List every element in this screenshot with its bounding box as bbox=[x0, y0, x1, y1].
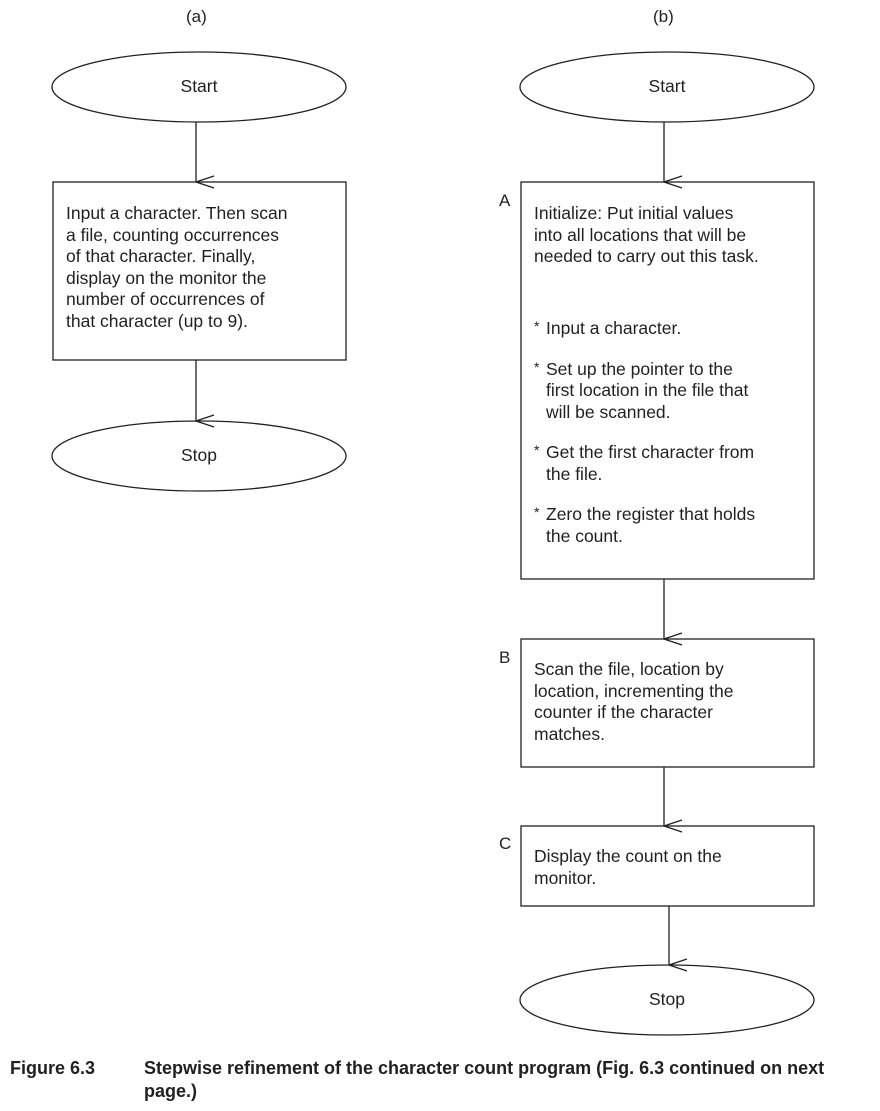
init-box-a bbox=[520, 181, 815, 580]
process-box-a bbox=[52, 181, 347, 361]
bullet-text: Input a character. bbox=[546, 318, 682, 338]
init-bullet-item: * Input a character. bbox=[534, 318, 812, 340]
bullet-text: Zero the register that holds the count. bbox=[546, 504, 756, 546]
box-tag-c: C bbox=[499, 834, 512, 853]
panel-label-b: (b) bbox=[653, 7, 674, 26]
bullet-text: Get the first character from the file. bbox=[546, 442, 755, 484]
display-box-c bbox=[520, 825, 815, 907]
init-bullet-item: * Set up the pointer to the first locatio… bbox=[534, 359, 812, 424]
stop-terminal-a bbox=[51, 420, 347, 492]
init-bullet-list: * Input a character. * Set up the pointer … bbox=[534, 318, 812, 566]
start-terminal-a bbox=[51, 51, 347, 123]
init-bullet-item: * Get the first character from the file. bbox=[534, 442, 812, 485]
stop-label-a: Stop bbox=[181, 445, 217, 465]
stop-terminal-b bbox=[519, 964, 815, 1036]
bullet-marker: * bbox=[534, 318, 540, 334]
bullet-marker: * bbox=[534, 358, 540, 375]
init-bullet-item: * Zero the register that holds the count. bbox=[534, 504, 812, 547]
figure-number: Figure 6.3 bbox=[10, 1058, 96, 1078]
start-label-b: Start bbox=[648, 76, 686, 96]
start-label-a: Start bbox=[180, 76, 218, 96]
init-intro-text: Initialize: Put initial values into all … bbox=[534, 203, 759, 266]
bullet-marker: * bbox=[534, 504, 540, 520]
display-text-c: Display the count on the monitor. bbox=[534, 846, 722, 888]
bullet-text: Set up the pointer to the first location… bbox=[546, 358, 749, 422]
stop-label-b: Stop bbox=[649, 989, 685, 1009]
bullet-marker: * bbox=[534, 442, 540, 458]
scan-box-b bbox=[520, 638, 815, 768]
box-tag-a: A bbox=[499, 191, 511, 210]
box-tag-b: B bbox=[499, 648, 511, 667]
figure-caption-text: Stepwise refinement of the character cou… bbox=[144, 1058, 825, 1101]
start-terminal-b bbox=[519, 51, 815, 123]
panel-label-a: (a) bbox=[186, 7, 207, 26]
scan-text-b: Scan the file, location by location, inc… bbox=[534, 659, 734, 744]
process-text-a: Input a character. Then scan a file, cou… bbox=[66, 203, 288, 331]
